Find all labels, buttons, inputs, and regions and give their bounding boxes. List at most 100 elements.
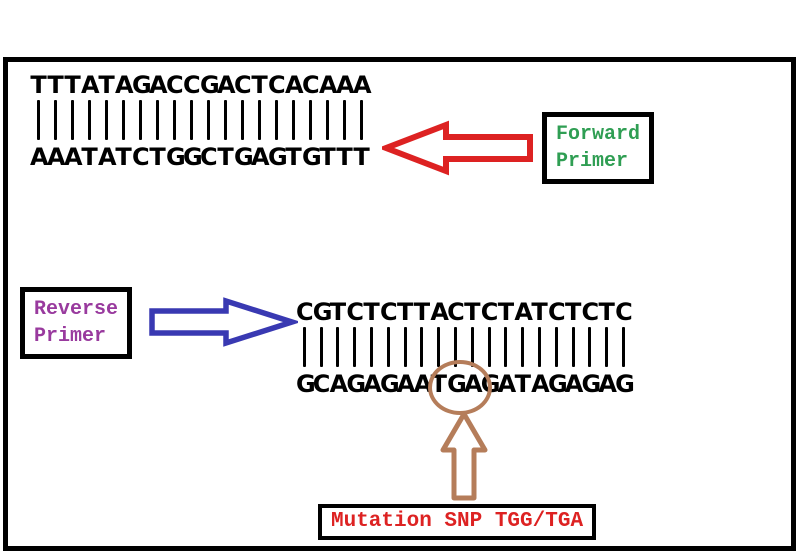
base-G: G: [296, 370, 316, 398]
bond-cell: [302, 98, 319, 144]
forward-primer-arrow-left-icon: [382, 120, 533, 176]
base-T: T: [497, 298, 515, 326]
base-A: A: [30, 143, 49, 171]
bond-cell: [380, 325, 397, 371]
base-C: C: [268, 71, 286, 99]
base-A: A: [413, 370, 433, 398]
base-T: T: [598, 298, 615, 326]
bond-cell: [285, 98, 302, 144]
bond-cell: [296, 325, 313, 371]
base-T: T: [285, 143, 302, 171]
base-C: C: [166, 71, 184, 99]
bond-cell: [397, 325, 414, 371]
base-A: A: [319, 71, 338, 99]
bond-cell: [447, 325, 464, 371]
hydrogen-bond-line: [504, 327, 508, 367]
base-G: G: [346, 370, 367, 398]
base-G: G: [268, 143, 288, 171]
forward-primer-label-line2: Primer: [556, 150, 629, 173]
base-T: T: [531, 298, 548, 326]
hydrogen-bond-line: [156, 100, 159, 140]
base-G: G: [547, 370, 568, 398]
base-T: T: [81, 143, 98, 171]
hydrogen-bond-line: [105, 100, 108, 140]
hydrogen-bond-line: [309, 100, 312, 140]
hydrogen-bond-line: [292, 100, 295, 140]
bond-cell: [217, 98, 234, 144]
base-T: T: [251, 71, 268, 99]
base-A: A: [329, 370, 349, 398]
base-A: A: [514, 298, 533, 326]
base-T: T: [564, 298, 582, 326]
mutation-label-box: Mutation SNP TGG/TGA: [318, 504, 597, 540]
base-G: G: [302, 143, 322, 171]
base-T: T: [30, 71, 47, 99]
bond-cell: [319, 98, 336, 144]
hydrogen-bond-line: [360, 100, 363, 140]
base-G: G: [183, 143, 203, 171]
base-T: T: [149, 143, 166, 171]
bond-cell: [132, 98, 149, 144]
hydrogen-bond-line: [302, 327, 306, 367]
hydrogen-bond-line: [326, 100, 329, 140]
bond-cell: [514, 325, 531, 371]
bond-cell: [200, 98, 217, 144]
bond-cell: [498, 325, 515, 371]
bond-cell: [414, 325, 431, 371]
base-C: C: [296, 298, 314, 326]
base-A: A: [430, 298, 449, 326]
base-C: C: [200, 143, 218, 171]
base-C: C: [379, 298, 398, 326]
hydrogen-bond-line: [470, 327, 474, 367]
forward-primer-label-line1: Forward: [556, 123, 641, 146]
base-pair-bonds: [30, 98, 370, 144]
base-A: A: [64, 143, 83, 171]
bond-cell: [363, 325, 380, 371]
hydrogen-bond-line: [122, 100, 125, 140]
base-A: A: [149, 71, 168, 99]
hydrogen-bond-line: [454, 327, 458, 367]
bond-cell: [336, 98, 353, 144]
base-A: A: [217, 71, 236, 99]
base-A: A: [353, 71, 372, 99]
hydrogen-bond-line: [54, 100, 57, 140]
base-C: C: [615, 298, 633, 326]
bond-cell: [548, 325, 565, 371]
base-A: A: [251, 143, 270, 171]
base-A: A: [598, 370, 617, 398]
hydrogen-bond-line: [336, 327, 340, 367]
base-A: A: [396, 370, 416, 398]
bond-cell: [531, 325, 548, 371]
bond-cell: [565, 325, 582, 371]
base-C: C: [302, 71, 320, 99]
hydrogen-bond-line: [554, 327, 558, 367]
hydrogen-bond-line: [343, 100, 346, 140]
base-A: A: [531, 370, 550, 398]
hydrogen-bond-line: [88, 100, 91, 140]
base-T: T: [336, 143, 353, 171]
hydrogen-bond-line: [71, 100, 74, 140]
hydrogen-bond-line: [386, 327, 390, 367]
hydrogen-bond-line: [319, 327, 323, 367]
base-T: T: [217, 143, 234, 171]
hydrogen-bond-line: [538, 327, 542, 367]
base-T: T: [396, 298, 414, 326]
diagram-border: [3, 57, 796, 551]
mutation-up-arrow-icon: [440, 411, 488, 501]
bond-cell: [183, 98, 200, 144]
base-T: T: [47, 71, 64, 99]
bond-cell: [481, 325, 498, 371]
base-C: C: [132, 143, 150, 171]
base-pair-bonds: [296, 325, 632, 371]
base-G: G: [379, 370, 400, 398]
base-A: A: [336, 71, 355, 99]
base-C: C: [183, 71, 201, 99]
base-T: T: [514, 370, 531, 398]
bond-cell: [598, 325, 615, 371]
forward-primer-label-box: Forward Primer: [542, 112, 655, 184]
bond-cell: [47, 98, 64, 144]
hydrogen-bond-line: [241, 100, 244, 140]
base-A: A: [285, 71, 304, 99]
reverse-primer-label-line1: Reverse: [34, 298, 119, 321]
